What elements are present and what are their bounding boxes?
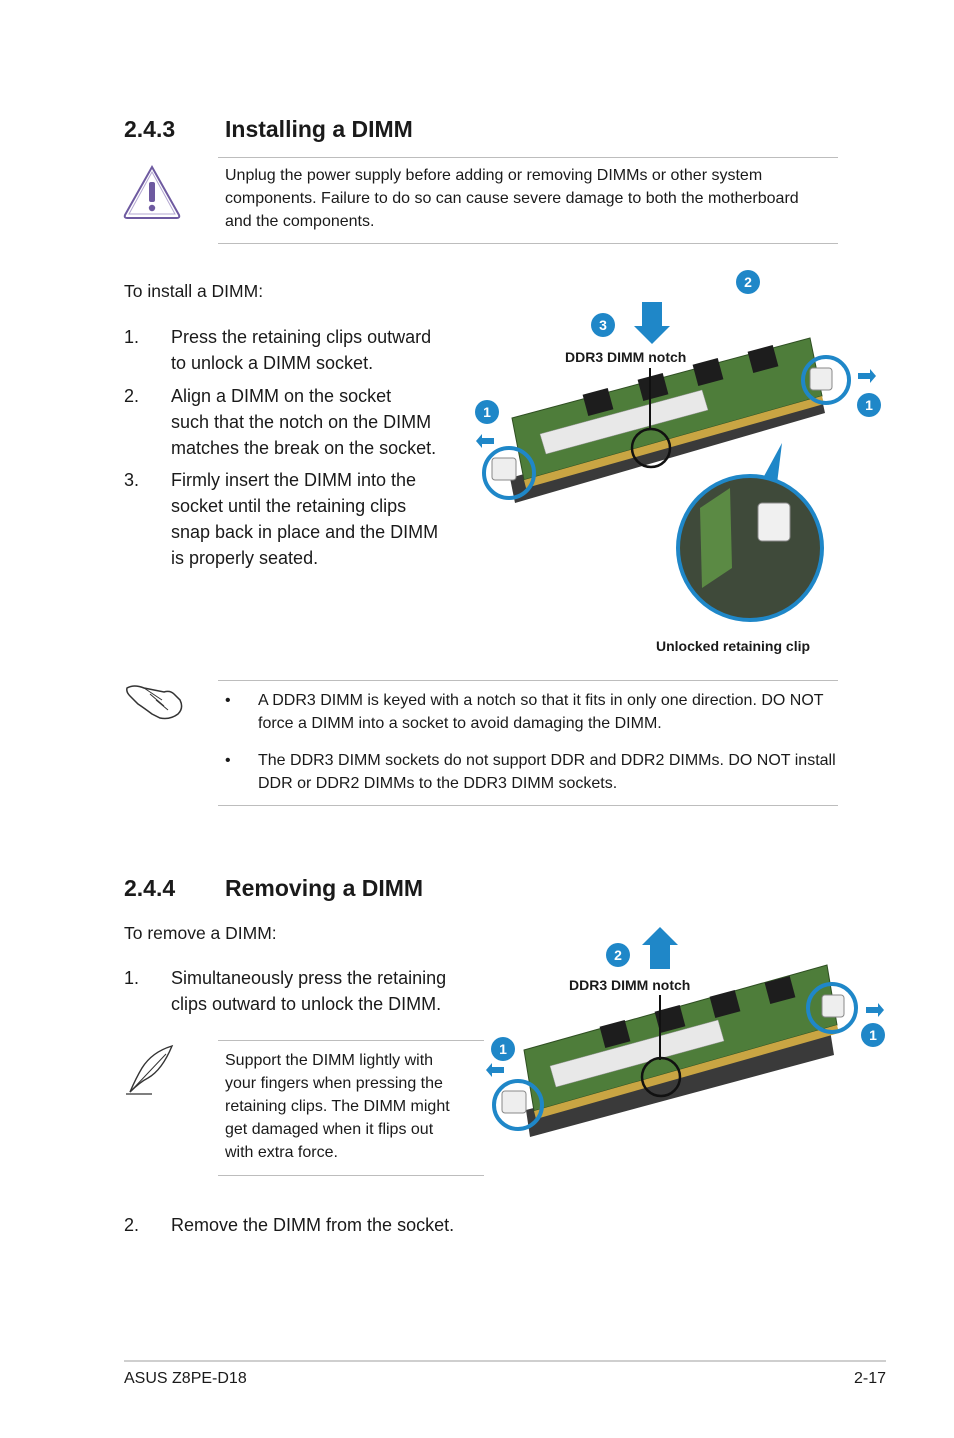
tip-top-rule <box>218 1040 484 1041</box>
figure-badge-1-right: 1 <box>857 393 881 417</box>
clip-label: Unlocked retaining clip <box>656 638 811 654</box>
remove-badge-2: 2 <box>606 943 630 967</box>
notes-top-rule <box>218 680 838 681</box>
section-number: 2.4.4 <box>124 875 176 901</box>
notes-bottom-rule <box>218 805 838 806</box>
tip-text: Support the DIMM lightly with your finge… <box>225 1052 450 1161</box>
remove-notch-label: DDR3 DIMM notch <box>569 977 691 993</box>
install-intro: To install a DIMM: <box>124 281 264 301</box>
note-bullet-1: • A DDR3 DIMM is keyed with a notch so t… <box>225 692 824 732</box>
warning-icon <box>123 164 181 219</box>
dimm-remove-illustration <box>486 927 884 1137</box>
remove-badge-1-left: 1 <box>491 1037 515 1061</box>
figure-badge-3: 3 <box>591 313 615 337</box>
figure-badge-2: 2 <box>736 270 760 294</box>
dimm-install-illustration <box>476 302 876 622</box>
notch-label: DDR3 DIMM notch <box>565 349 687 365</box>
footer-rule <box>124 1360 886 1362</box>
tip-bottom-rule <box>218 1175 484 1176</box>
hand-pointer-icon <box>126 685 183 720</box>
section-number: 2.4.3 <box>124 116 176 142</box>
feather-pen-icon <box>126 1044 174 1095</box>
note-bullet-2: • The DDR3 DIMM sockets do not support D… <box>225 752 836 792</box>
figure-badge-1-left: 1 <box>475 400 499 424</box>
warning-text: Unplug the power supply before adding or… <box>225 167 799 230</box>
warning-top-rule <box>218 157 838 158</box>
remove-badge-1-right: 1 <box>861 1023 885 1047</box>
section-title: Installing a DIMM <box>225 116 413 142</box>
section-title: Removing a DIMM <box>225 875 424 901</box>
remove-intro: To remove a DIMM: <box>124 923 277 943</box>
footer-page-number: 2-17 <box>853 1370 886 1387</box>
footer-product: ASUS Z8PE-D18 <box>124 1370 247 1387</box>
warning-bottom-rule <box>218 243 838 244</box>
